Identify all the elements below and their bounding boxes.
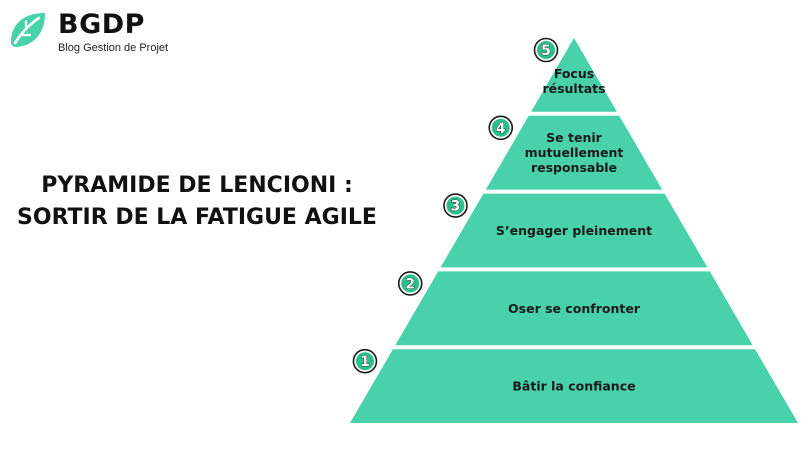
level-number: 4 xyxy=(496,121,506,137)
pyramid-level-label: mutuellement xyxy=(525,145,624,160)
level-number-badge: 1 xyxy=(352,348,378,374)
logo-tagline: Blog Gestion de Projet xyxy=(58,42,169,54)
pyramid-level-label: Se tenir xyxy=(546,130,602,145)
pyramid-level-shape xyxy=(395,271,753,346)
pyramid-level-3: S’engager pleinement 3 xyxy=(440,193,708,268)
level-number: 5 xyxy=(541,43,551,59)
title-line-1: PYRAMIDE DE LENCIONI : xyxy=(41,173,353,198)
level-number-badge: 2 xyxy=(397,271,423,296)
level-number: 3 xyxy=(451,199,461,215)
level-number: 1 xyxy=(360,354,370,370)
level-number-badge: 3 xyxy=(443,193,468,218)
pyramid-level-shape xyxy=(350,349,798,423)
logo: BGDP Blog Gestion de Projet xyxy=(8,8,178,56)
pyramid-level-label: S’engager pleinement xyxy=(496,223,652,238)
pyramid-level-label: responsable xyxy=(531,160,617,175)
pyramid-level-1: Bâtir la confiance 1 xyxy=(350,348,798,423)
pyramid-level-shape xyxy=(485,115,663,190)
level-number-badge: 4 xyxy=(488,115,514,141)
pyramid-level-2: Oser se confronter 2 xyxy=(395,271,753,346)
logo-name: BGDP xyxy=(58,9,145,40)
leaf-icon xyxy=(10,13,45,47)
pyramid-level-label: Oser se confronter xyxy=(508,301,641,316)
pyramid-level-label: Focus xyxy=(554,66,594,81)
page-title: PYRAMIDE DE LENCIONI : SORTIR DE LA FATI… xyxy=(4,170,390,234)
pyramid-level-label: Bâtir la confiance xyxy=(512,379,635,394)
pyramid-level-shape xyxy=(531,38,617,112)
title-line-2: SORTIR DE LA FATIGUE AGILE xyxy=(17,205,377,230)
pyramid-level-label: résultats xyxy=(542,81,605,96)
level-number-badge: 5 xyxy=(533,37,559,63)
level-number: 2 xyxy=(405,276,415,292)
pyramid-level-shape xyxy=(440,193,708,268)
